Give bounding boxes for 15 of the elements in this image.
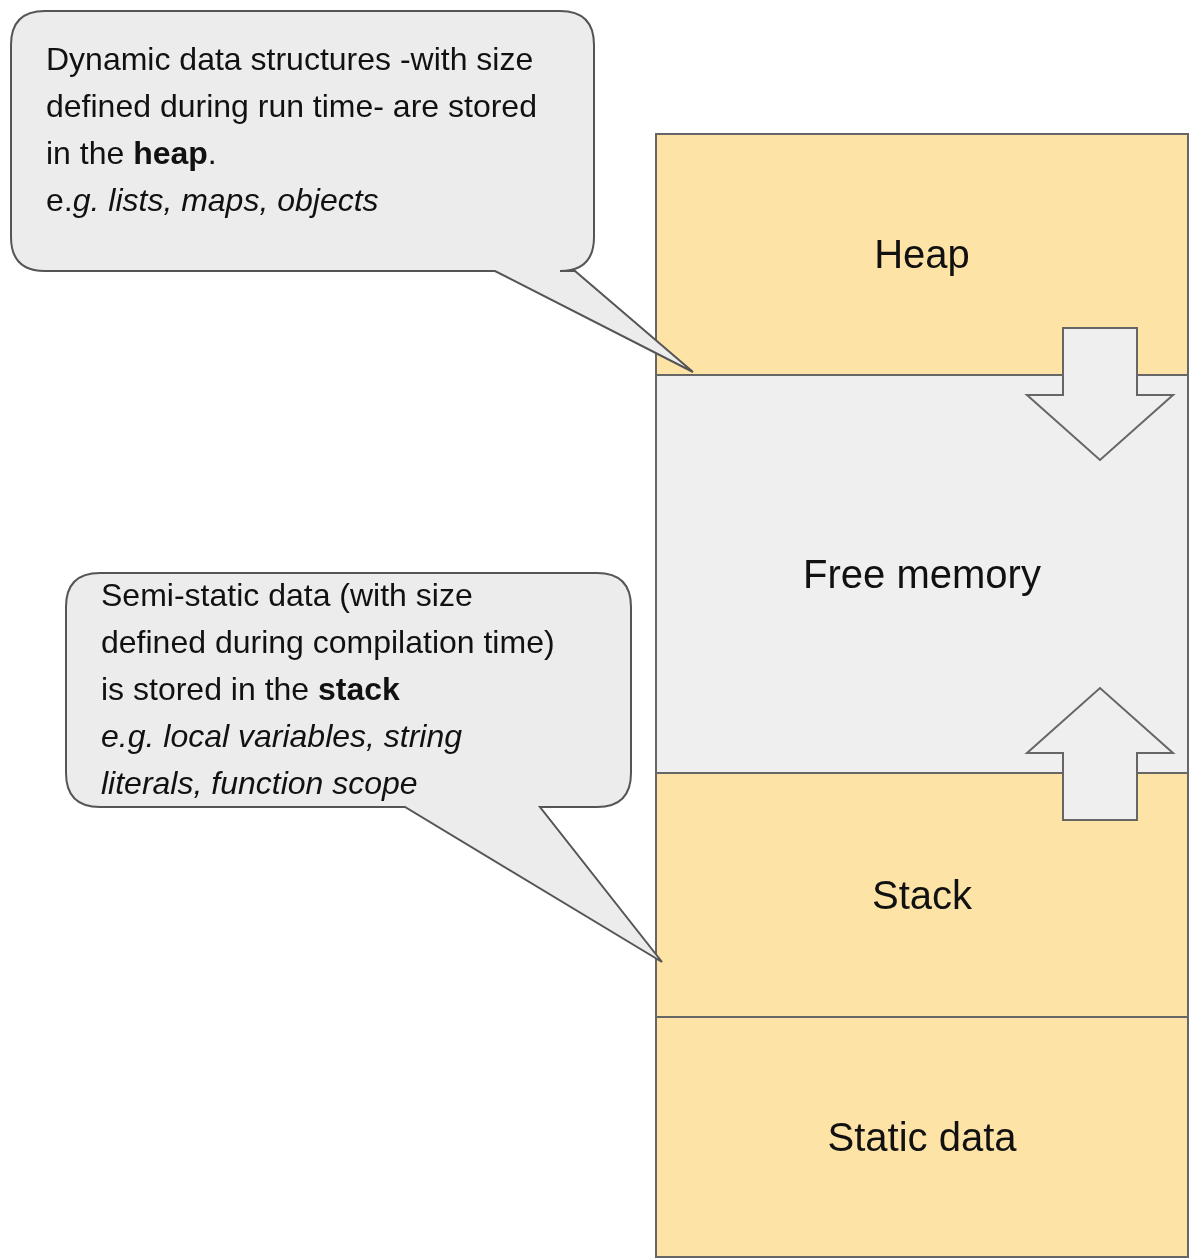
block-arrow [1024, 686, 1176, 821]
memory-segment [655, 772, 1189, 1018]
memory-segment [655, 133, 1189, 376]
example-text: e.g. lists, maps, objects [46, 181, 380, 220]
block-arrow [1024, 327, 1176, 462]
segment-label: Heap [874, 232, 970, 277]
memory-segment [655, 1016, 1189, 1258]
speech-bubble [10, 10, 695, 374]
example-text: e.g. local variables, string literals, function scope [101, 717, 464, 803]
segment-label: Static data [827, 1114, 1017, 1160]
memory-segment [655, 374, 1189, 774]
segment-label: Free memory [803, 551, 1041, 597]
callout-text: Dynamic data structures -with size defined during run time- are stored in the heap. [46, 40, 538, 173]
segment-label: Stack [871, 872, 972, 918]
speech-bubble [65, 572, 664, 964]
